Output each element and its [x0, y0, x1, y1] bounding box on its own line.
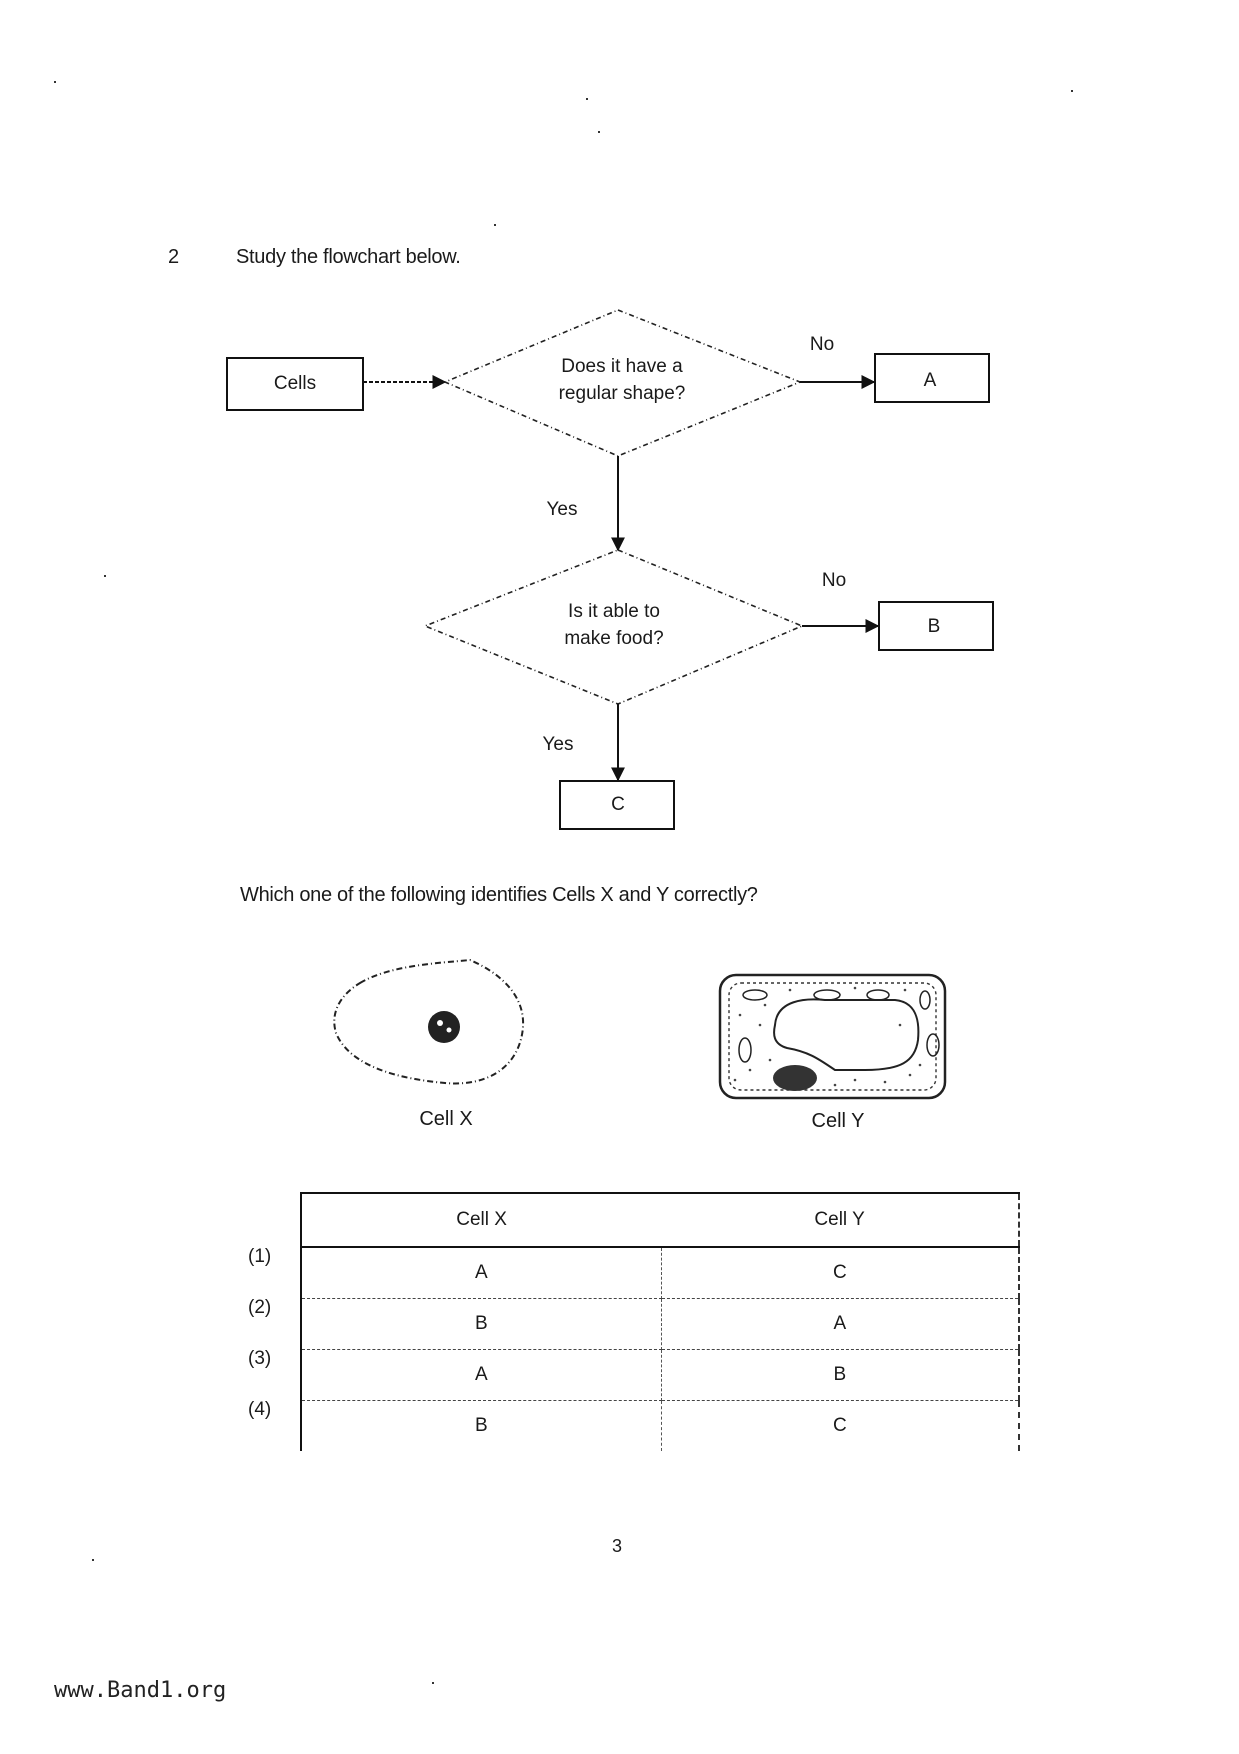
decision1-no-label: No — [810, 334, 834, 355]
question-prompt: Which one of the following identifies Ce… — [240, 884, 758, 906]
scan-speck — [586, 98, 588, 100]
column-header-cell-x: Cell X — [299, 1192, 662, 1248]
chloroplast-icon — [919, 990, 931, 1010]
table-row[interactable]: B A — [299, 1298, 1020, 1350]
table-row[interactable]: B C — [299, 1400, 1020, 1451]
scan-speck — [1071, 90, 1073, 92]
cell-x-value: A — [299, 1247, 662, 1299]
nucleus-icon — [773, 1065, 817, 1091]
result-box-a — [874, 353, 990, 403]
scan-speck — [598, 131, 600, 133]
chloroplast-icon — [738, 1037, 752, 1063]
cell-membrane-outline — [728, 982, 937, 1091]
option-label: (4) — [248, 1399, 272, 1420]
cell-x-label: Cell X — [419, 1108, 473, 1130]
decision2-diamond — [422, 549, 805, 705]
result-box-c-label: C — [611, 794, 625, 815]
cell-wall-outline — [718, 973, 947, 1100]
option-label: (2) — [248, 1297, 272, 1318]
option-label: (3) — [248, 1348, 272, 1369]
option-labels: (1) (2) (3) (4) — [248, 1244, 271, 1448]
option-label: (1) — [248, 1246, 272, 1267]
table-header-row: Cell X Cell Y — [299, 1192, 1020, 1248]
decision2-line1: Is it able to — [568, 601, 660, 622]
scan-speck — [54, 81, 56, 83]
cell-x-value: B — [299, 1298, 662, 1350]
chloroplast-icon — [742, 989, 768, 1001]
nucleus-icon — [428, 1011, 460, 1043]
start-box-cells — [226, 357, 364, 411]
page-number: 3 — [612, 1536, 623, 1556]
question-number: 2 — [168, 246, 180, 268]
decision1-yes-label: Yes — [547, 499, 578, 520]
scan-speck — [432, 1682, 434, 1684]
decision2-no-label: No — [822, 570, 846, 591]
chloroplast-icon — [813, 989, 841, 1001]
cell-y-value: C — [661, 1400, 1020, 1451]
cell-x-value: A — [299, 1349, 662, 1401]
scan-speck — [92, 1559, 94, 1561]
flowchart: Cells Does it have a regular shape? No A… — [226, 309, 994, 830]
table-row[interactable]: A B — [299, 1349, 1020, 1401]
cell-y-label: Cell Y — [811, 1110, 865, 1132]
decision1-line1: Does it have a — [561, 356, 683, 377]
column-header-cell-y: Cell Y — [661, 1192, 1020, 1248]
start-box-label: Cells — [274, 373, 316, 394]
table-row[interactable]: A C — [299, 1247, 1020, 1299]
cell-x-value: B — [299, 1400, 662, 1451]
vacuole-outline — [773, 998, 920, 1071]
scan-speck — [494, 224, 496, 226]
cell-y-value: C — [661, 1247, 1020, 1299]
cell-y-value: A — [661, 1298, 1020, 1350]
cell-y-drawing — [718, 973, 947, 1100]
result-box-a-label: A — [924, 370, 937, 391]
result-box-b — [878, 601, 994, 651]
options-table: Cell X Cell Y A C B A A B B C — [299, 1192, 1020, 1451]
footer-watermark[interactable]: www.Band1.org — [54, 1678, 227, 1703]
chloroplast-icon — [926, 1033, 940, 1057]
question-instruction: Study the flowchart below. — [236, 246, 461, 268]
result-box-b-label: B — [928, 616, 941, 637]
cell-x-drawing — [333, 958, 525, 1085]
scan-speck — [104, 575, 106, 577]
decision2-line2: make food? — [564, 628, 663, 649]
result-box-c — [559, 780, 675, 830]
decision1-line2: regular shape? — [559, 383, 686, 404]
cytoplasm-granules — [733, 986, 922, 1087]
cell-membrane-outline — [333, 958, 525, 1085]
chloroplast-icon — [866, 989, 890, 1001]
decision2-yes-label: Yes — [543, 734, 574, 755]
cell-y-value: B — [661, 1349, 1020, 1401]
